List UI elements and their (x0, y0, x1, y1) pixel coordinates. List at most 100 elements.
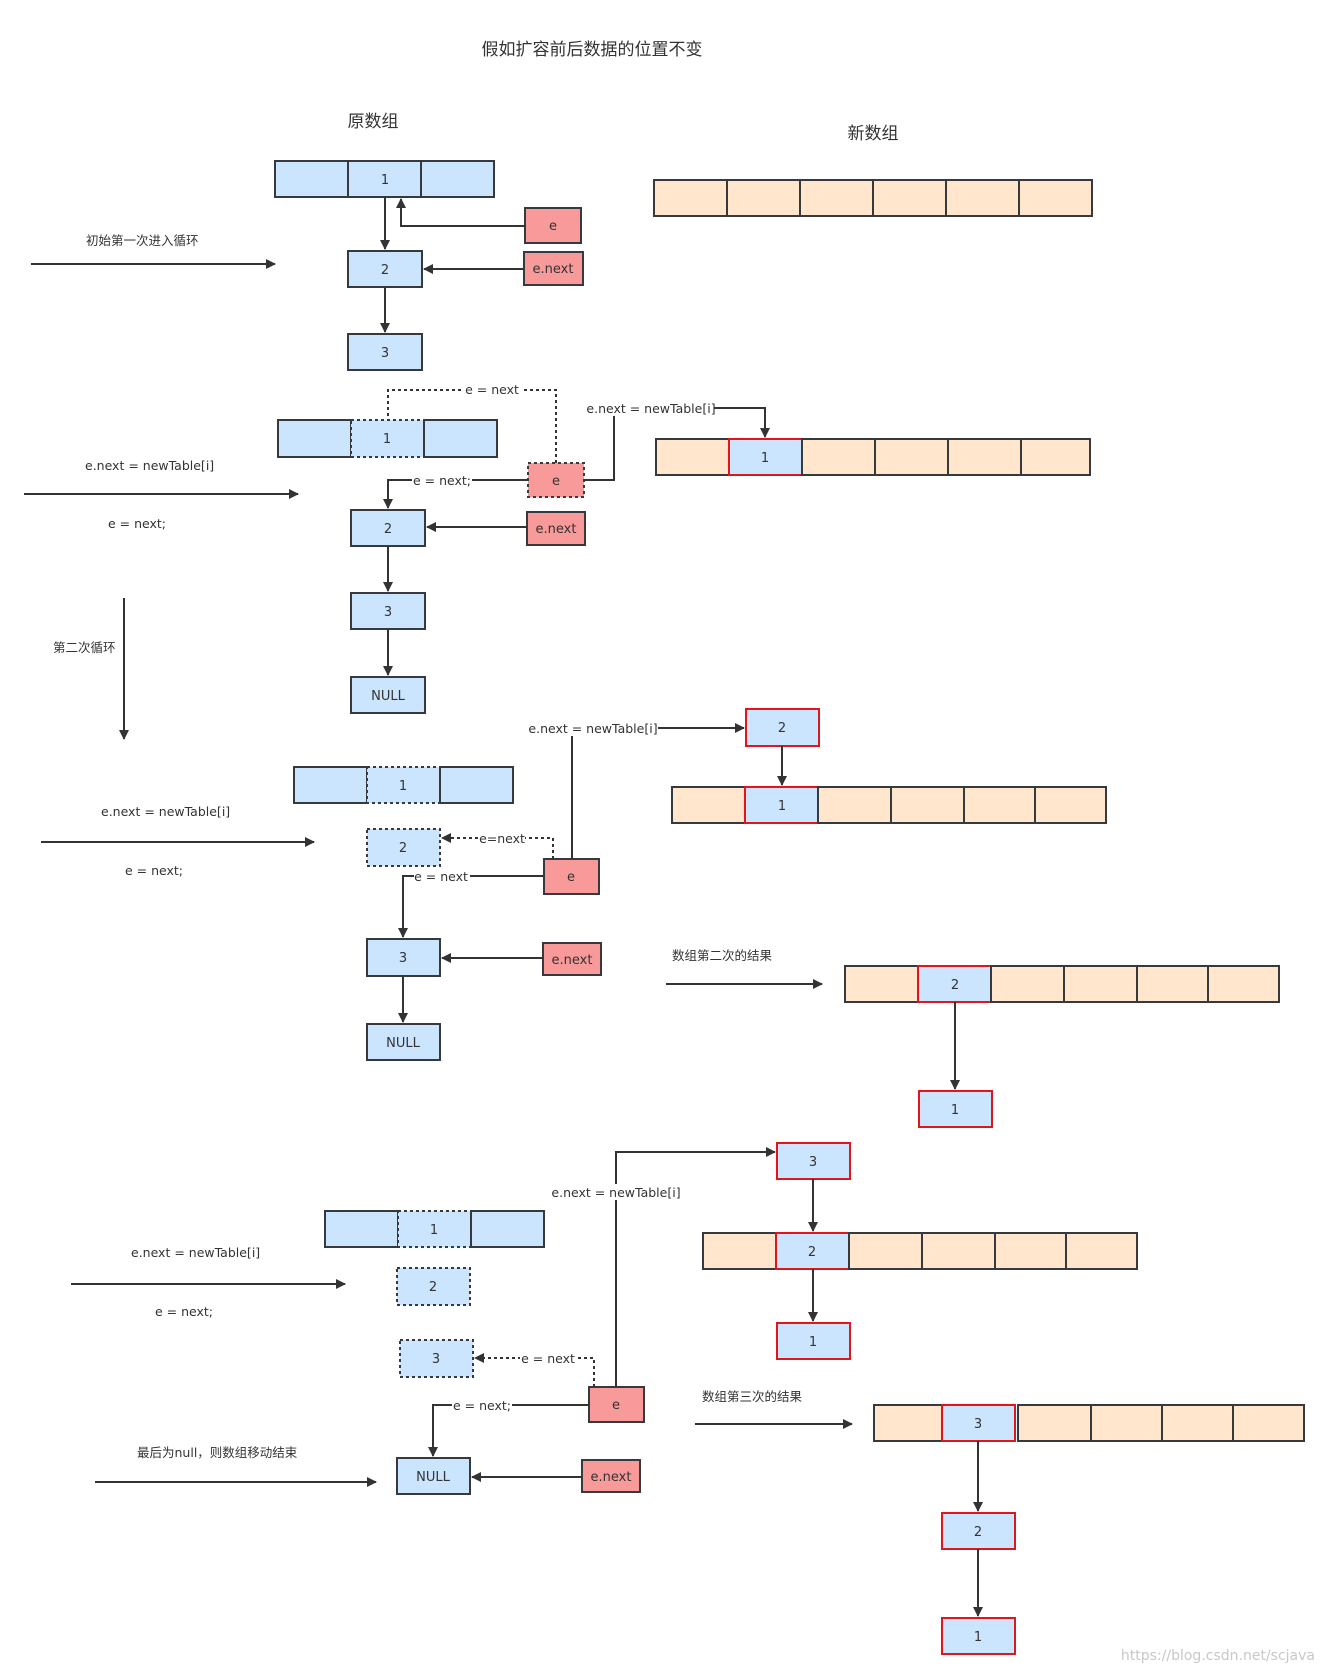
pointer-e-next-label: e.next (533, 262, 574, 277)
new-array-cell (890, 786, 965, 824)
new-array-cell (990, 965, 1065, 1003)
old-array-slot-1 (366, 766, 441, 804)
new-chain-tail-label: 1 (809, 1335, 817, 1350)
result-2-slot-value: 2 (951, 978, 959, 993)
pointer-e-label: e (549, 219, 557, 234)
edge-label-e-next: e = next; (413, 473, 471, 488)
new-array-cell (848, 1232, 923, 1270)
new-array-slot-1 (744, 786, 819, 824)
new-array-cell (994, 1232, 1067, 1270)
new-array-cell (1020, 438, 1091, 476)
new-array-cell (1034, 786, 1107, 824)
old-array-cell (423, 419, 498, 458)
new-array-cell (1161, 1404, 1234, 1442)
pointer-e-next (526, 511, 586, 546)
pointer-e-label: e (552, 474, 560, 489)
new-array-cell (671, 786, 746, 824)
node-3-label: 3 (432, 1352, 440, 1367)
new-array-cell (1017, 1404, 1092, 1442)
node-3 (347, 333, 423, 371)
diagram-title: 假如扩容前后数据的位置不变 (482, 40, 703, 60)
new-array-cell (1232, 1404, 1305, 1442)
edge-label-e-next: e = next; (453, 1398, 511, 1413)
node-2 (366, 828, 441, 867)
stage-4-caption-line2: e = next; (155, 1304, 213, 1319)
new-array-cell (945, 179, 1020, 217)
new-array-slot-1 (728, 438, 803, 476)
new-array-label: 新数组 (848, 124, 899, 144)
new-array-cell (921, 1232, 996, 1270)
pointer-e-next (523, 251, 584, 286)
stage-1-caption: 初始第一次进入循环 (86, 233, 199, 248)
old-array-cell (439, 766, 514, 804)
stage-4: 3 2 1 1 2 3 NULL e e.next e.next = newTa… (71, 1142, 1138, 1495)
stage-2-caption-line2: e = next; (108, 516, 166, 531)
pointer-e-label: e (567, 870, 575, 885)
stage-4-end-caption: 最后为null，则数组移动结束 (137, 1445, 298, 1460)
result-3-chain-label-2: 2 (974, 1525, 982, 1540)
new-array-cell (873, 1404, 948, 1442)
new-slot-value: 1 (761, 451, 769, 466)
result-3-chain-node-1 (941, 1617, 1016, 1655)
new-array-cell (844, 965, 919, 1003)
old-slot-value: 1 (381, 173, 389, 188)
new-slot-value: 1 (778, 799, 786, 814)
node-null (396, 1457, 471, 1495)
loop-2-caption: 第二次循环 (53, 640, 116, 655)
result-2-chain-label: 1 (951, 1103, 959, 1118)
new-array-slot-2 (917, 965, 992, 1003)
node-3-label: 3 (381, 346, 389, 361)
new-array-cell (653, 179, 728, 217)
watermark: https://blog.csdn.net/scjava (1121, 1648, 1315, 1664)
edge-label-e-next-dotted: e = next (521, 1351, 575, 1366)
old-array-cell (420, 160, 495, 198)
new-chain-head-2 (745, 708, 820, 747)
node-null (350, 676, 426, 714)
result-2-chain-node (918, 1090, 993, 1128)
new-array-cell (963, 786, 1036, 824)
node-2-label: 2 (399, 841, 407, 856)
result-3: 数组第三次的结果 3 2 1 (695, 1389, 1305, 1655)
stage-3: 1 2 3 NULL e e.next 2 1 e.next = newTabl… (41, 708, 1107, 1061)
stage-4-caption-line1: e.next = newTable[i] (131, 1245, 260, 1260)
stage-2: 1 1 e e.next 2 3 NULL e = next e.next = … (24, 381, 1091, 714)
old-array-cell (274, 160, 349, 198)
pointer-e-next-label: e.next (591, 1470, 632, 1485)
result-3-slot-value: 3 (974, 1417, 982, 1432)
edge-label-enext-newtable: e.next = newTable[i] (551, 1185, 680, 1200)
node-3-label: 3 (399, 951, 407, 966)
edge-label-e-next: e = next (414, 869, 468, 884)
result-3-caption: 数组第三次的结果 (702, 1389, 803, 1404)
new-array-cell (1063, 965, 1138, 1003)
pointer-e-next-label: e.next (536, 522, 577, 537)
edge-label-enext-newtable: e.next = newTable[i] (528, 721, 657, 736)
new-array-cell (1207, 965, 1280, 1003)
old-slot-value: 1 (383, 432, 391, 447)
new-array-cell (874, 438, 949, 476)
pointer-e-next (542, 942, 602, 976)
pointer-e (524, 207, 582, 244)
node-2 (396, 1267, 471, 1306)
old-array-cell (277, 419, 352, 458)
old-array-label: 原数组 (348, 112, 399, 132)
node-null-label: NULL (371, 689, 405, 704)
node-2-label: 2 (381, 263, 389, 278)
new-array-cell (1136, 965, 1209, 1003)
new-array-cell (872, 179, 947, 217)
new-array-cell (726, 179, 801, 217)
edge-label-e-next-dotted: e=next (479, 831, 525, 846)
old-array-cell (324, 1210, 399, 1248)
new-array-cell (655, 438, 730, 476)
pointer-e-label: e (612, 1398, 620, 1413)
loop-2-marker: 第二次循环 (53, 598, 129, 740)
node-3-label: 3 (384, 605, 392, 620)
result-3-chain-node-2 (941, 1512, 1016, 1550)
old-slot-value: 1 (430, 1223, 438, 1238)
new-array-cell (1018, 179, 1093, 217)
pointer-e-next-label: e.next (552, 953, 593, 968)
result-3-chain-label-1: 1 (974, 1630, 982, 1645)
node-2-label: 2 (429, 1280, 437, 1295)
node-2 (347, 250, 423, 288)
new-chain-head-label: 2 (778, 721, 786, 736)
old-slot-value: 1 (399, 779, 407, 794)
